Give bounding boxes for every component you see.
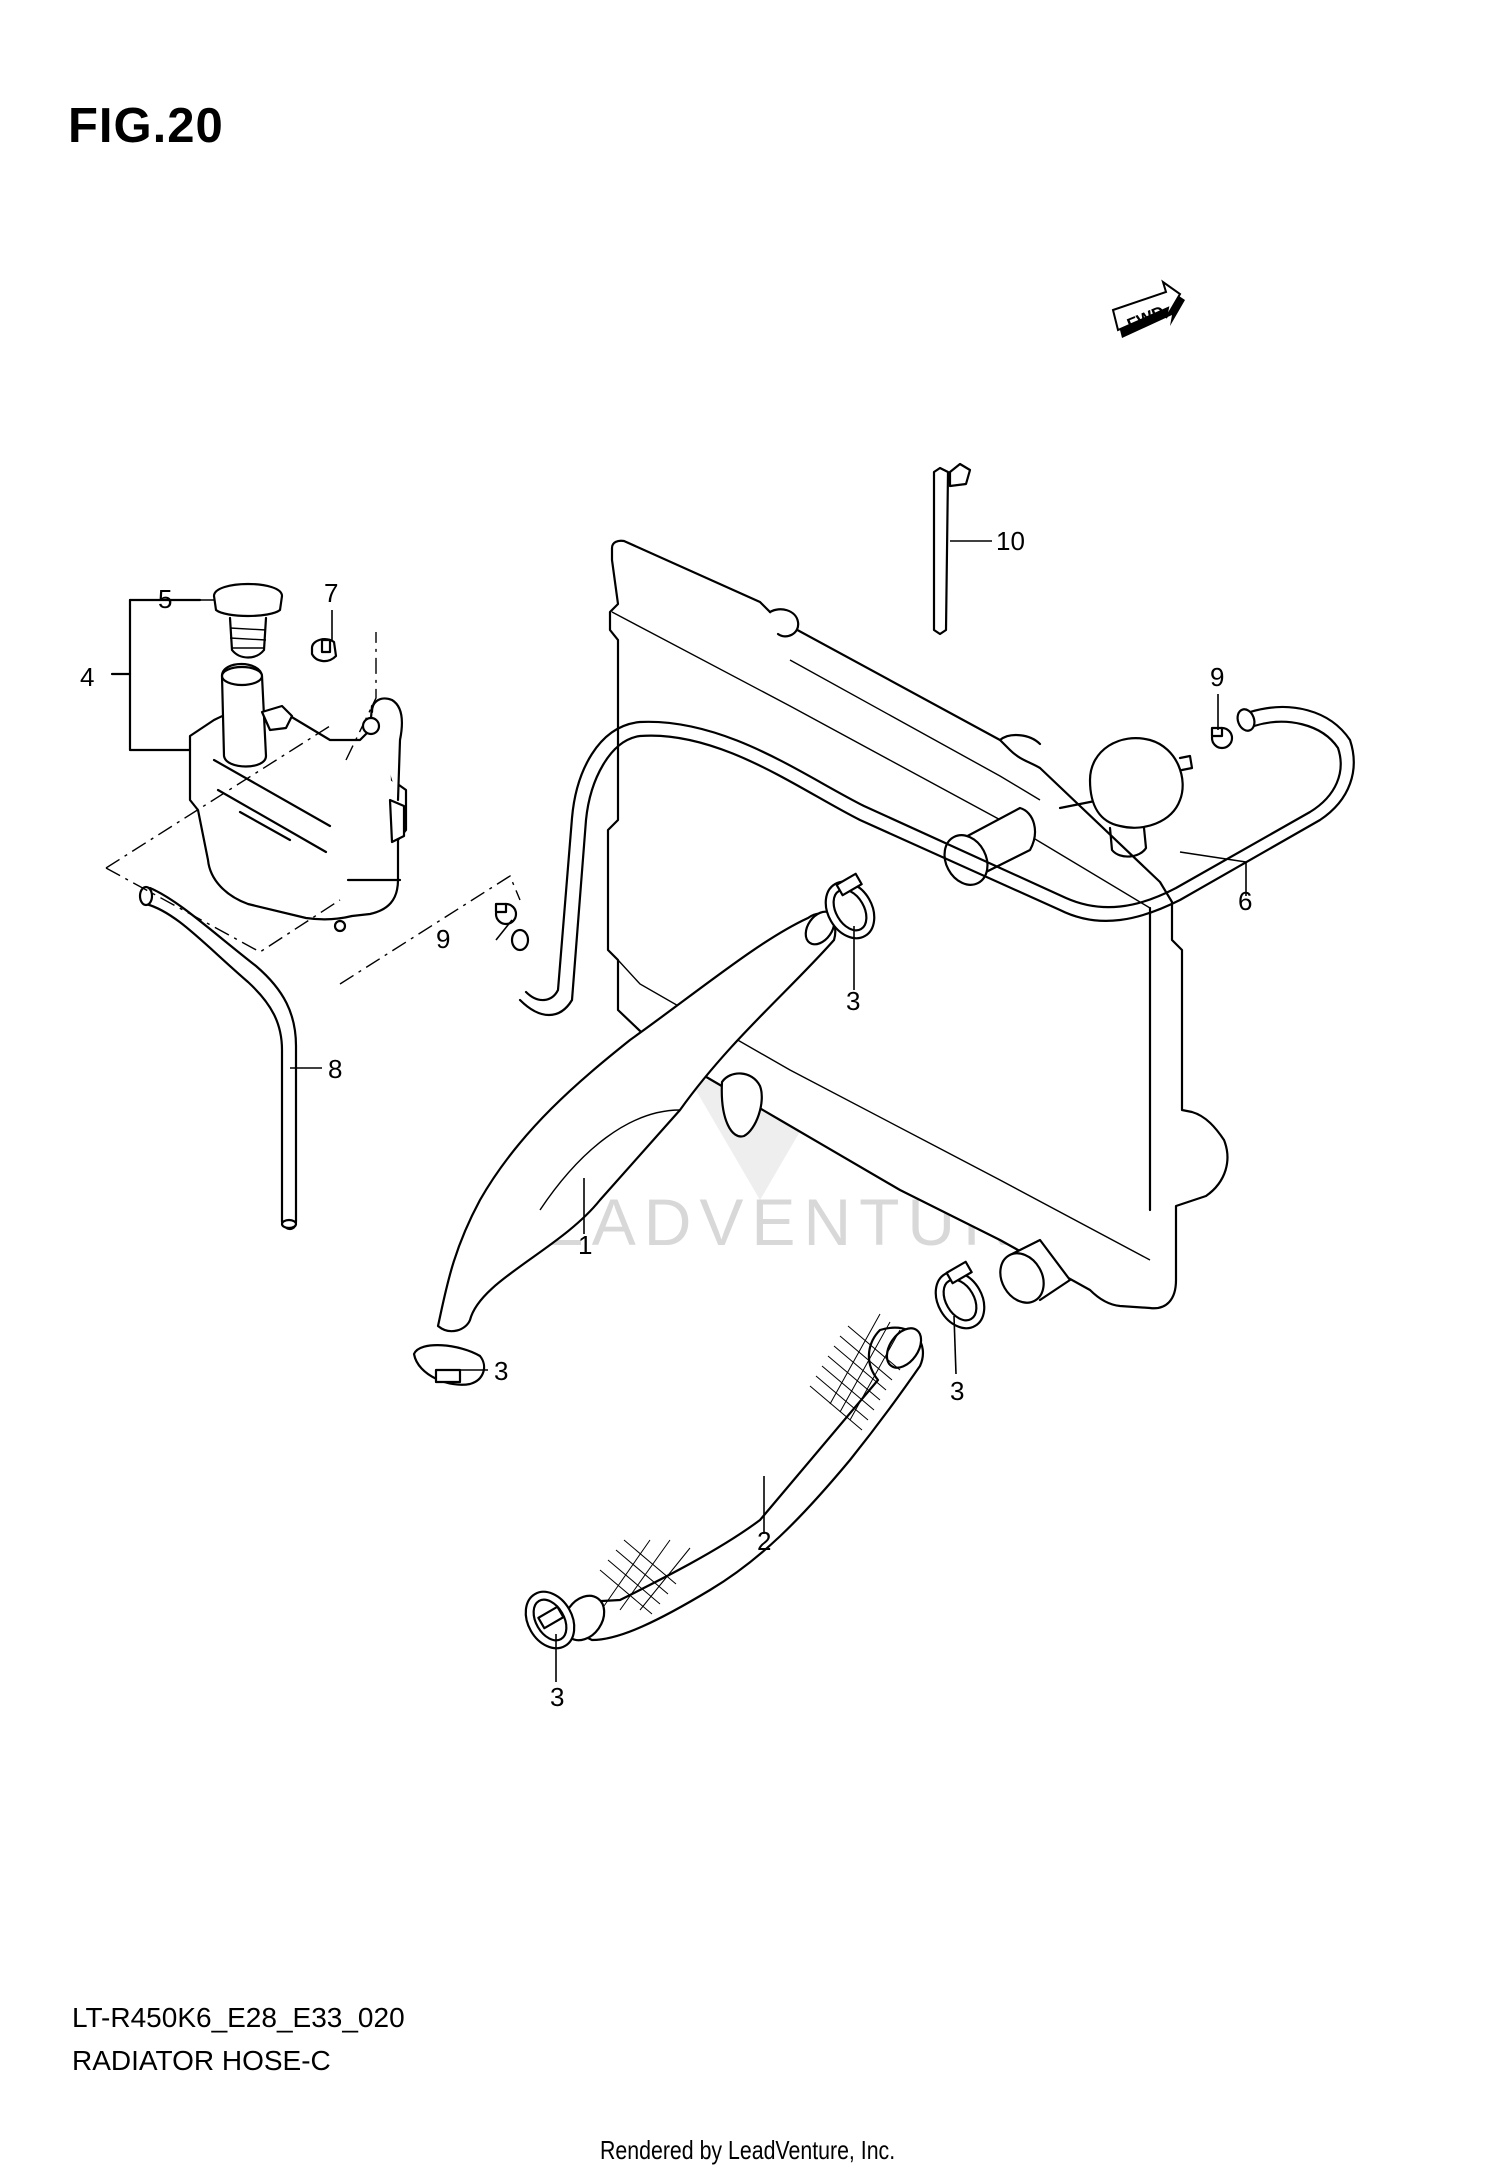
radiator-cap	[1088, 737, 1194, 858]
callout-3-left: 3	[494, 1356, 508, 1386]
part-3-hose-clamp-bottom	[524, 1590, 576, 1650]
callout-9-left: 9	[436, 924, 450, 954]
part-3-hose-clamp-upper	[824, 872, 876, 940]
part-9-hose-end	[510, 928, 530, 952]
callout-6: 6	[1238, 886, 1252, 916]
hose-texture-pattern	[599, 1313, 901, 1615]
part-3-hose-clamp-left	[412, 1344, 486, 1386]
part-9-clamp-right	[1210, 726, 1234, 750]
part-10-cable-tie	[932, 462, 972, 636]
callout-1: 1	[578, 1230, 592, 1260]
model-code: LT-R450K6_E28_E33_020	[72, 2002, 405, 2033]
part-2-lower-hose	[562, 1313, 925, 1642]
rendered-by-credit: Rendered by LeadVenture, Inc.	[600, 2135, 896, 2165]
callout-2: 2	[757, 1526, 771, 1556]
radiator-core	[606, 539, 1229, 1310]
fwd-direction-arrow-icon: FWD	[1111, 279, 1185, 338]
part-3-hose-clamp-right	[934, 1260, 986, 1330]
figure-title: FIG.20	[68, 99, 224, 153]
diagram-name: RADIATOR HOSE-C	[72, 2045, 331, 2076]
radiator-outlet	[999, 1238, 1072, 1304]
callout-4: 4	[80, 662, 94, 692]
reservoir-filler-neck	[220, 663, 268, 768]
callout-3-upper: 3	[846, 986, 860, 1016]
callout-8: 8	[328, 1054, 342, 1084]
reservoir-outlet-spout	[260, 704, 294, 732]
callout-leader-lines	[180, 540, 1247, 1682]
part-6-overflow-hose	[518, 705, 1355, 1016]
part-7-bolt	[310, 638, 338, 663]
callout-10: 10	[996, 526, 1025, 556]
callout-5: 5	[158, 584, 172, 614]
part-5-reservoir-cap	[212, 582, 284, 659]
callout-3-right: 3	[950, 1376, 964, 1406]
assembly-bracket-4-5	[110, 598, 202, 752]
part-8-drain-hose	[138, 885, 298, 1231]
part-1-upper-hose	[436, 910, 837, 1333]
reservoir-bottom-nipple	[333, 919, 347, 933]
callout-3-bottom: 3	[550, 1682, 564, 1712]
assembly-dashed-lines	[105, 632, 521, 985]
callout-9-right: 9	[1210, 662, 1224, 692]
part-9-clamp-left	[494, 902, 518, 926]
callout-7: 7	[324, 578, 338, 608]
